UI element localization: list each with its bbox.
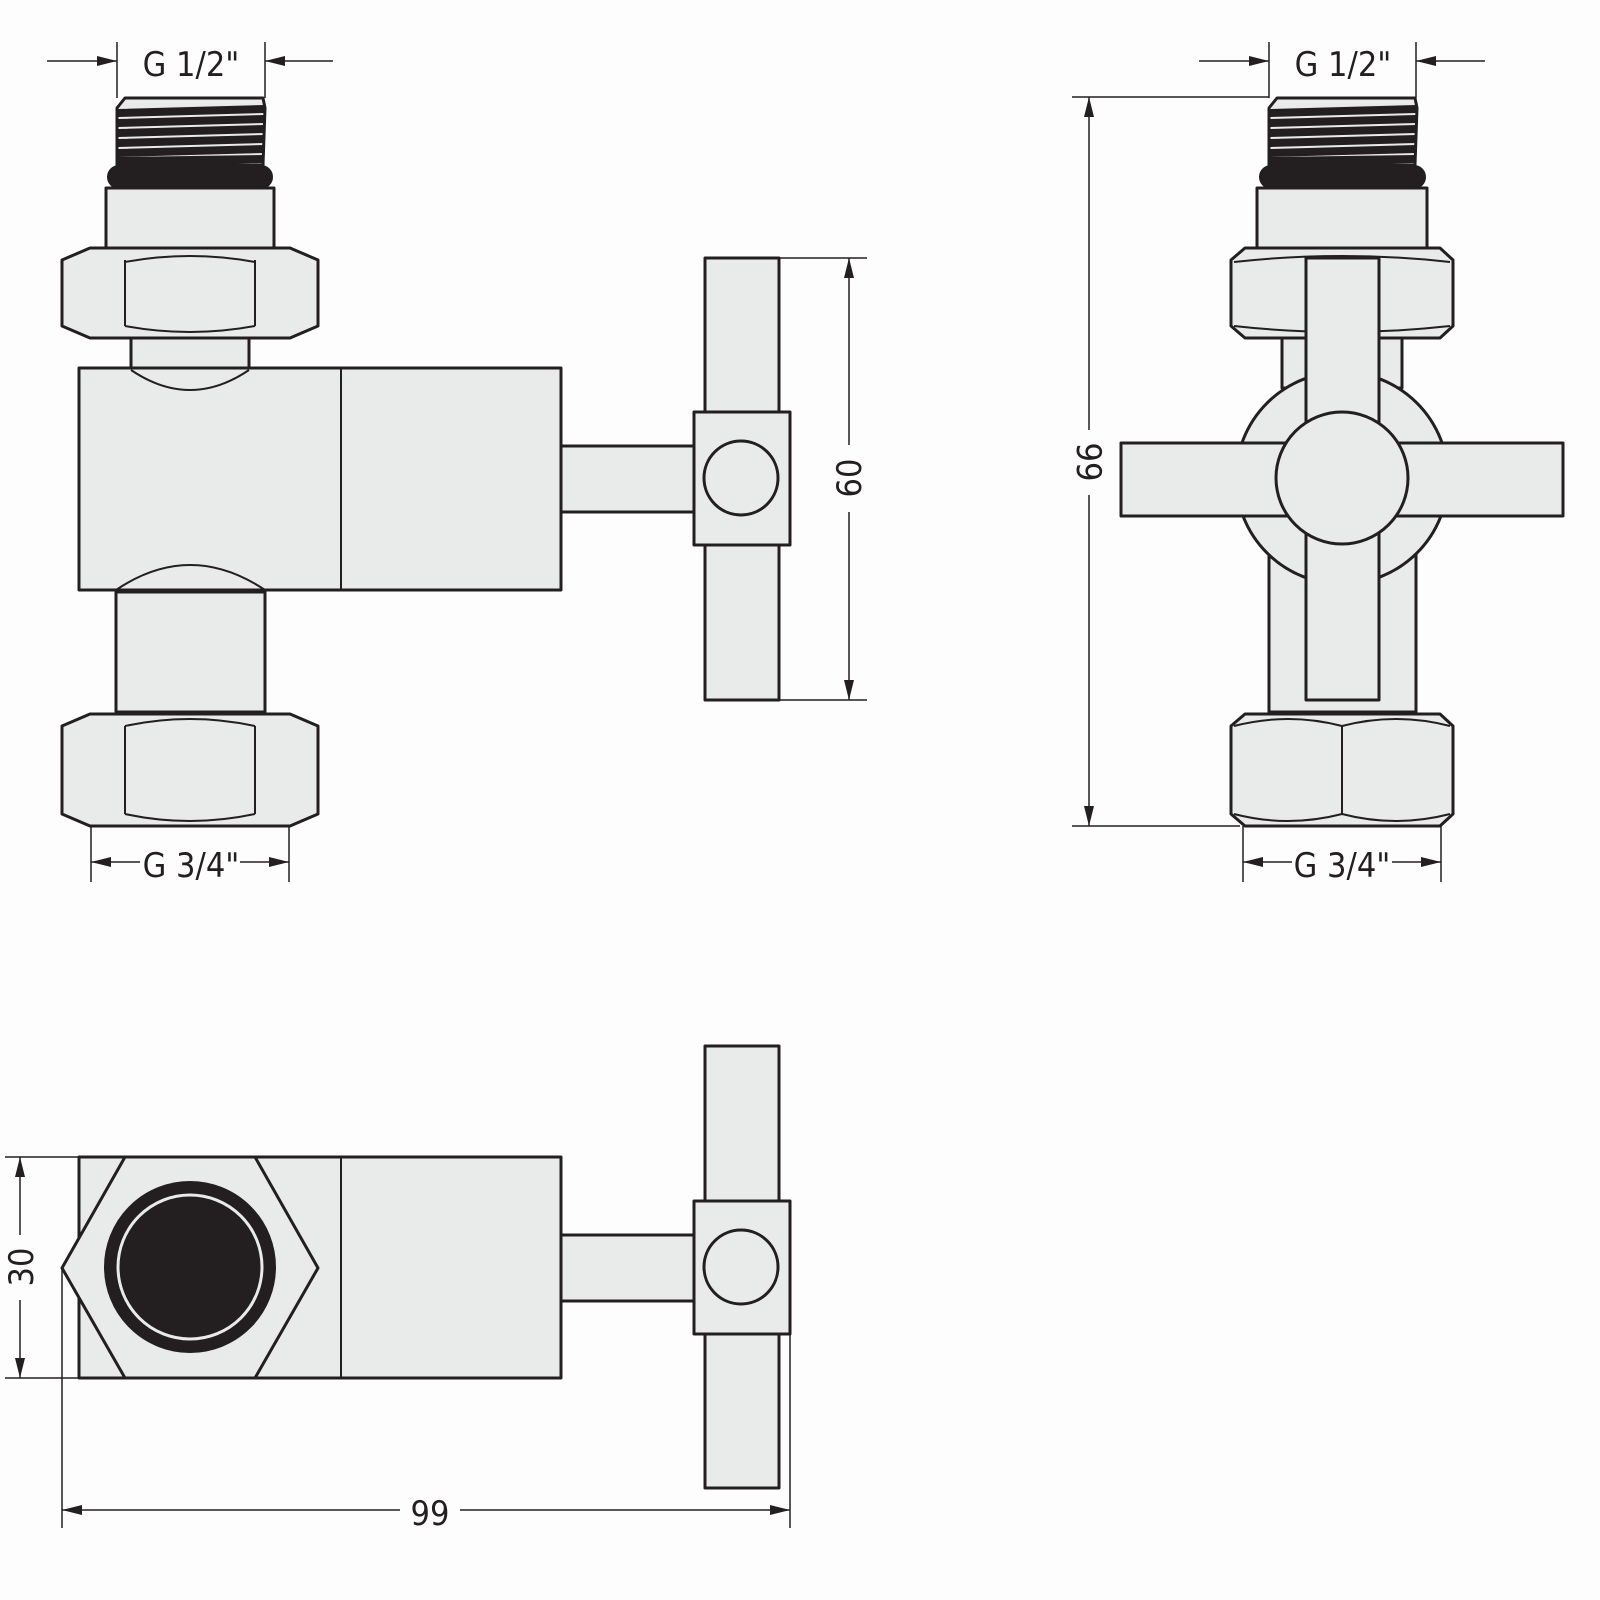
front-view: G 1/2" G 3/4" 60 (47, 42, 870, 886)
dim-front-bottom-thread: G 3/4" (143, 846, 240, 886)
top-hex-nut (60, 246, 320, 340)
o-ring (107, 165, 273, 189)
lower-stem (114, 590, 267, 714)
o-ring (1259, 165, 1426, 189)
dim-handle-height: 60 (830, 459, 870, 498)
top-thread (115, 96, 267, 167)
spindle (559, 444, 696, 514)
hub-cap (702, 1228, 780, 1306)
side-view: G 1/2" G 3/4" 99 (1068, 42, 1565, 886)
top-view: 30 99 (2, 1044, 792, 1534)
port-opening (104, 1181, 276, 1353)
spindle (559, 1233, 696, 1303)
top-thread (1267, 96, 1419, 167)
dim-side-total-height: 99 (1068, 443, 1108, 482)
bottom-hex-nut (60, 712, 320, 828)
dim-total-width: 99 (411, 1494, 450, 1534)
hub-cap (702, 439, 780, 517)
dim-side-bottom-thread: G 3/4" (1294, 846, 1391, 886)
collar (104, 186, 276, 250)
bottom-hex-nut (1229, 712, 1455, 828)
valve-body (77, 366, 563, 592)
collar (1255, 186, 1429, 250)
dim-front-top-thread: G 1/2" (143, 45, 240, 85)
dim-side-top-thread: G 1/2" (1295, 45, 1392, 85)
neck (129, 336, 251, 372)
handle-hub (1274, 410, 1410, 546)
dim-body-depth: 30 (2, 1248, 42, 1287)
